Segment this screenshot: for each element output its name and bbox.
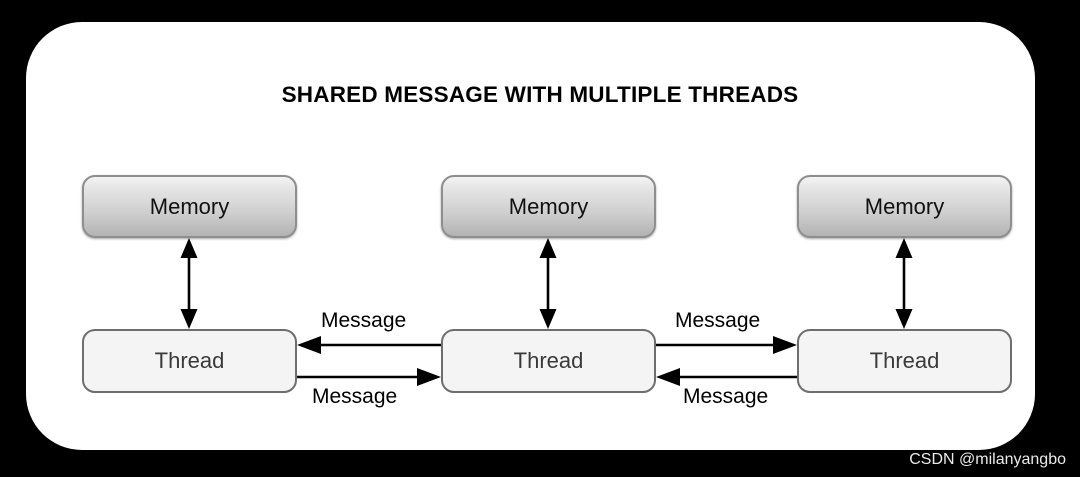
memory-box-2: Memory — [441, 175, 656, 238]
message-arrow-left-pointing-1 — [297, 336, 441, 354]
message-arrow-right-pointing-1 — [297, 368, 441, 386]
message-arrow-right-pointing-2 — [656, 336, 797, 354]
memory-thread-double-arrow-1 — [180, 238, 198, 329]
memory-box-3: Memory — [797, 175, 1012, 238]
thread-label-1: Thread — [154, 348, 225, 373]
message-label-2: Message — [312, 385, 398, 408]
thread-label-2: Thread — [513, 348, 584, 373]
thread-box-2: Thread — [441, 329, 656, 393]
message-label-4: Message — [683, 385, 769, 408]
message-label-3: Message — [675, 309, 761, 332]
memory-label-1: Memory — [149, 193, 230, 219]
message-arrow-left-pointing-2 — [656, 368, 797, 386]
thread-box-3: Thread — [797, 329, 1012, 393]
watermark: CSDN @milanyangbo — [909, 451, 1066, 468]
memory-label-3: Memory — [864, 193, 945, 219]
memory-label-2: Memory — [508, 193, 589, 219]
message-label-1: Message — [321, 309, 407, 332]
page-title: SHARED MESSAGE WITH MULTIPLE THREADS — [281, 82, 799, 107]
thread-label-3: Thread — [869, 348, 940, 373]
memory-thread-double-arrow-3 — [895, 238, 913, 329]
memory-box-1: Memory — [82, 175, 297, 238]
memory-thread-double-arrow-2 — [539, 238, 557, 329]
thread-box-1: Thread — [82, 329, 297, 393]
